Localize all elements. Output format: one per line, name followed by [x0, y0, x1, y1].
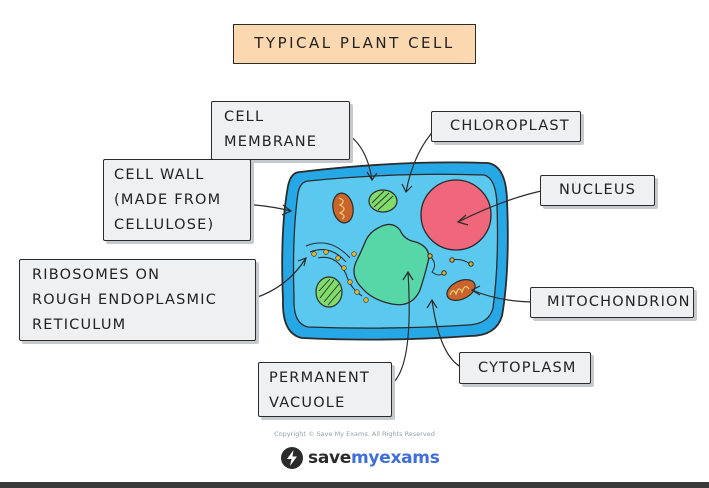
- small-organelles: [427, 253, 474, 276]
- label-line: CYTOPLASM: [478, 360, 577, 376]
- bottom-border: [0, 482, 709, 488]
- label-permanent-vacuole: PERMANENT VACUOLE: [258, 362, 392, 417]
- label-line: CHLOROPLAST: [450, 118, 570, 134]
- label-line: CELL: [224, 109, 265, 125]
- ribosomes-er: [311, 249, 369, 303]
- lightning-bolt-icon: [281, 447, 303, 469]
- label-line: CELL WALL: [114, 167, 205, 183]
- label-nucleus: NUCLEUS: [540, 175, 655, 206]
- copyright-notice: Copyright © Save My Exams. All Rights Re…: [274, 430, 435, 438]
- mitochondrion-left: [332, 192, 354, 224]
- chloroplast-top: [368, 189, 398, 213]
- logo-text: savemyexams: [308, 448, 440, 468]
- label-cell-membrane: CELL MEMBRANE: [211, 101, 350, 160]
- label-mitochondrion: MITOCHONDRION: [530, 287, 694, 318]
- label-ribosomes-er: RIBOSOMES ON ROUGH ENDOPLASMIC RETICULUM: [19, 259, 256, 341]
- label-cell-wall: CELL WALL (MADE FROM CELLULOSE): [103, 159, 251, 241]
- label-line: MITOCHONDRION: [547, 294, 691, 310]
- label-line: (MADE FROM: [114, 192, 222, 208]
- label-line: VACUOLE: [269, 395, 346, 411]
- label-line: ROUGH ENDOPLASMIC: [32, 292, 218, 308]
- arrowheads: [281, 171, 481, 309]
- nucleus: [420, 179, 492, 251]
- label-line: PERMANENT: [269, 370, 370, 386]
- label-line: MEMBRANE: [224, 134, 318, 150]
- label-line: CELLULOSE): [114, 217, 215, 233]
- mitochondrion-right: [446, 279, 476, 301]
- save-my-exams-logo: savemyexams: [280, 445, 440, 471]
- logo-text-save: save: [308, 448, 352, 468]
- logo-text-myexams: myexams: [351, 448, 440, 468]
- label-line: RETICULUM: [32, 317, 127, 333]
- label-line: NUCLEUS: [559, 182, 637, 198]
- label-line: RIBOSOMES ON: [32, 267, 161, 283]
- label-chloroplast: CHLOROPLAST: [431, 111, 581, 142]
- diagram-title: TYPICAL PLANT CELL: [233, 24, 476, 64]
- label-cytoplasm: CYTOPLASM: [459, 352, 591, 384]
- chloroplast-bottom: [315, 276, 343, 308]
